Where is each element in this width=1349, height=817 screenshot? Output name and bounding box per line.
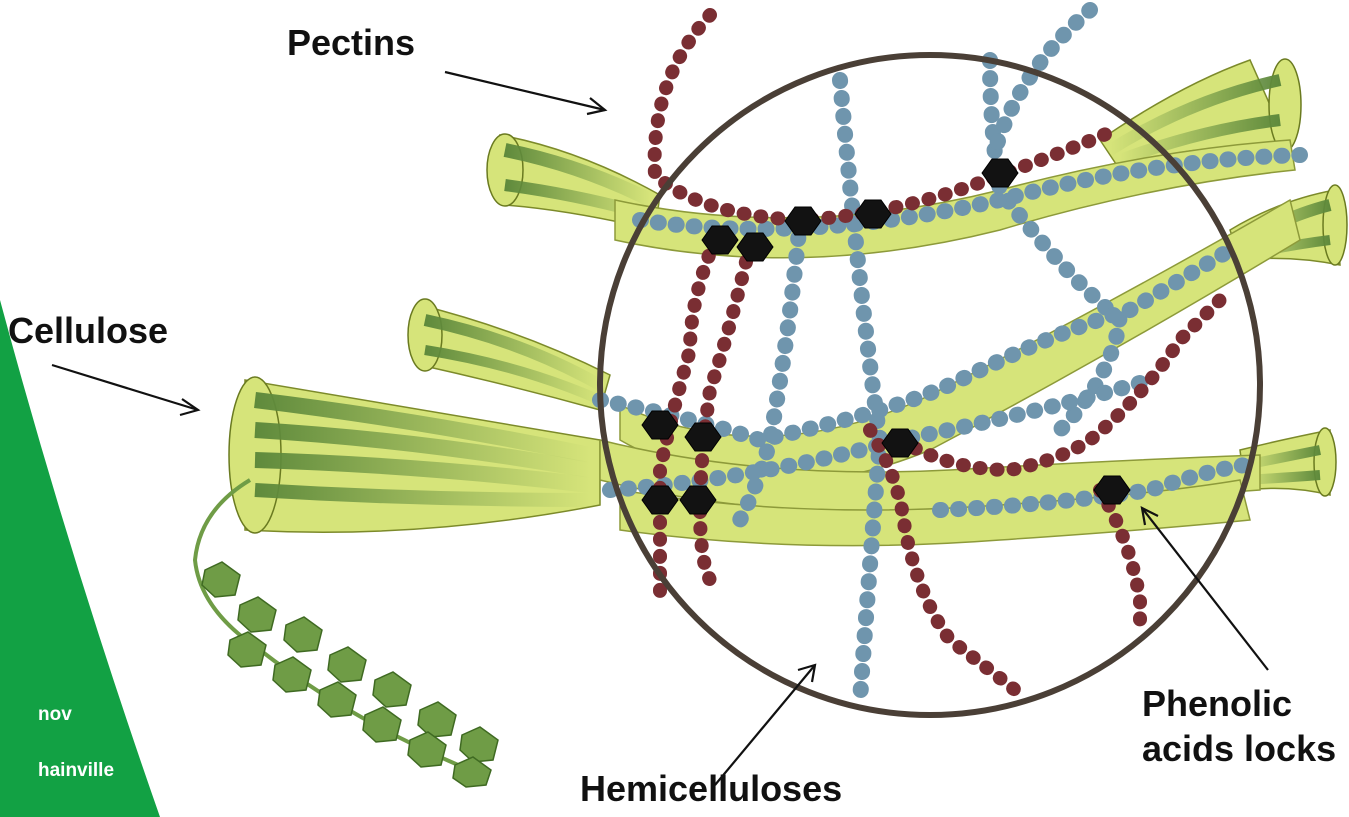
label-cellulose: Cellulose (8, 310, 168, 351)
label-phenolic-line2: acids locks (1142, 728, 1336, 769)
label-hemicelluloses: Hemicelluloses (580, 768, 842, 809)
green-side-band (0, 300, 160, 817)
sidebar-text-1: nov (38, 704, 72, 726)
label-phenolic-line1: Phenolic (1142, 683, 1292, 724)
label-pectins: Pectins (287, 22, 415, 63)
sidebar-text-2: hainville (38, 760, 114, 782)
